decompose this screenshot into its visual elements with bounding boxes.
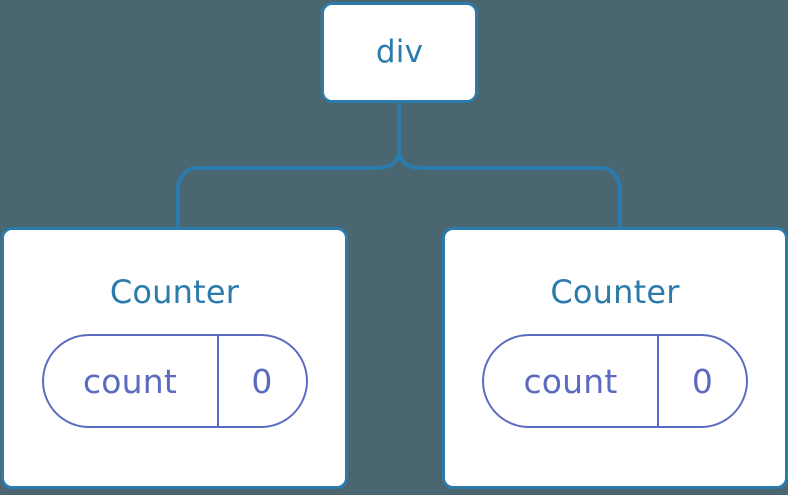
state-pill-0-key: count [82,361,178,401]
state-pill-1-key: count [523,361,618,401]
node-div-label: div [375,34,424,70]
state-pill-1[interactable]: count 0 [482,334,748,428]
node-div[interactable]: div [321,2,478,103]
state-pill-0-value: 0 [251,361,273,401]
connector-branch-left [176,149,401,227]
node-counter-0-title: Counter [109,273,240,311]
node-counter-0[interactable]: Counter count 0 [1,227,348,489]
connector-branch-right [397,149,622,227]
state-pill-0-value-cell: 0 [219,336,306,426]
node-counter-1-title: Counter [550,273,680,311]
state-pill-1-value: 0 [691,361,714,401]
bottom-edge-strip [0,489,788,495]
state-pill-1-key-cell: count [484,336,659,426]
state-pill-0[interactable]: count 0 [41,334,308,428]
state-pill-0-key-cell: count [44,336,219,426]
node-counter-1[interactable]: Counter count 0 [442,227,788,489]
state-pill-1-value-cell: 0 [659,336,746,426]
